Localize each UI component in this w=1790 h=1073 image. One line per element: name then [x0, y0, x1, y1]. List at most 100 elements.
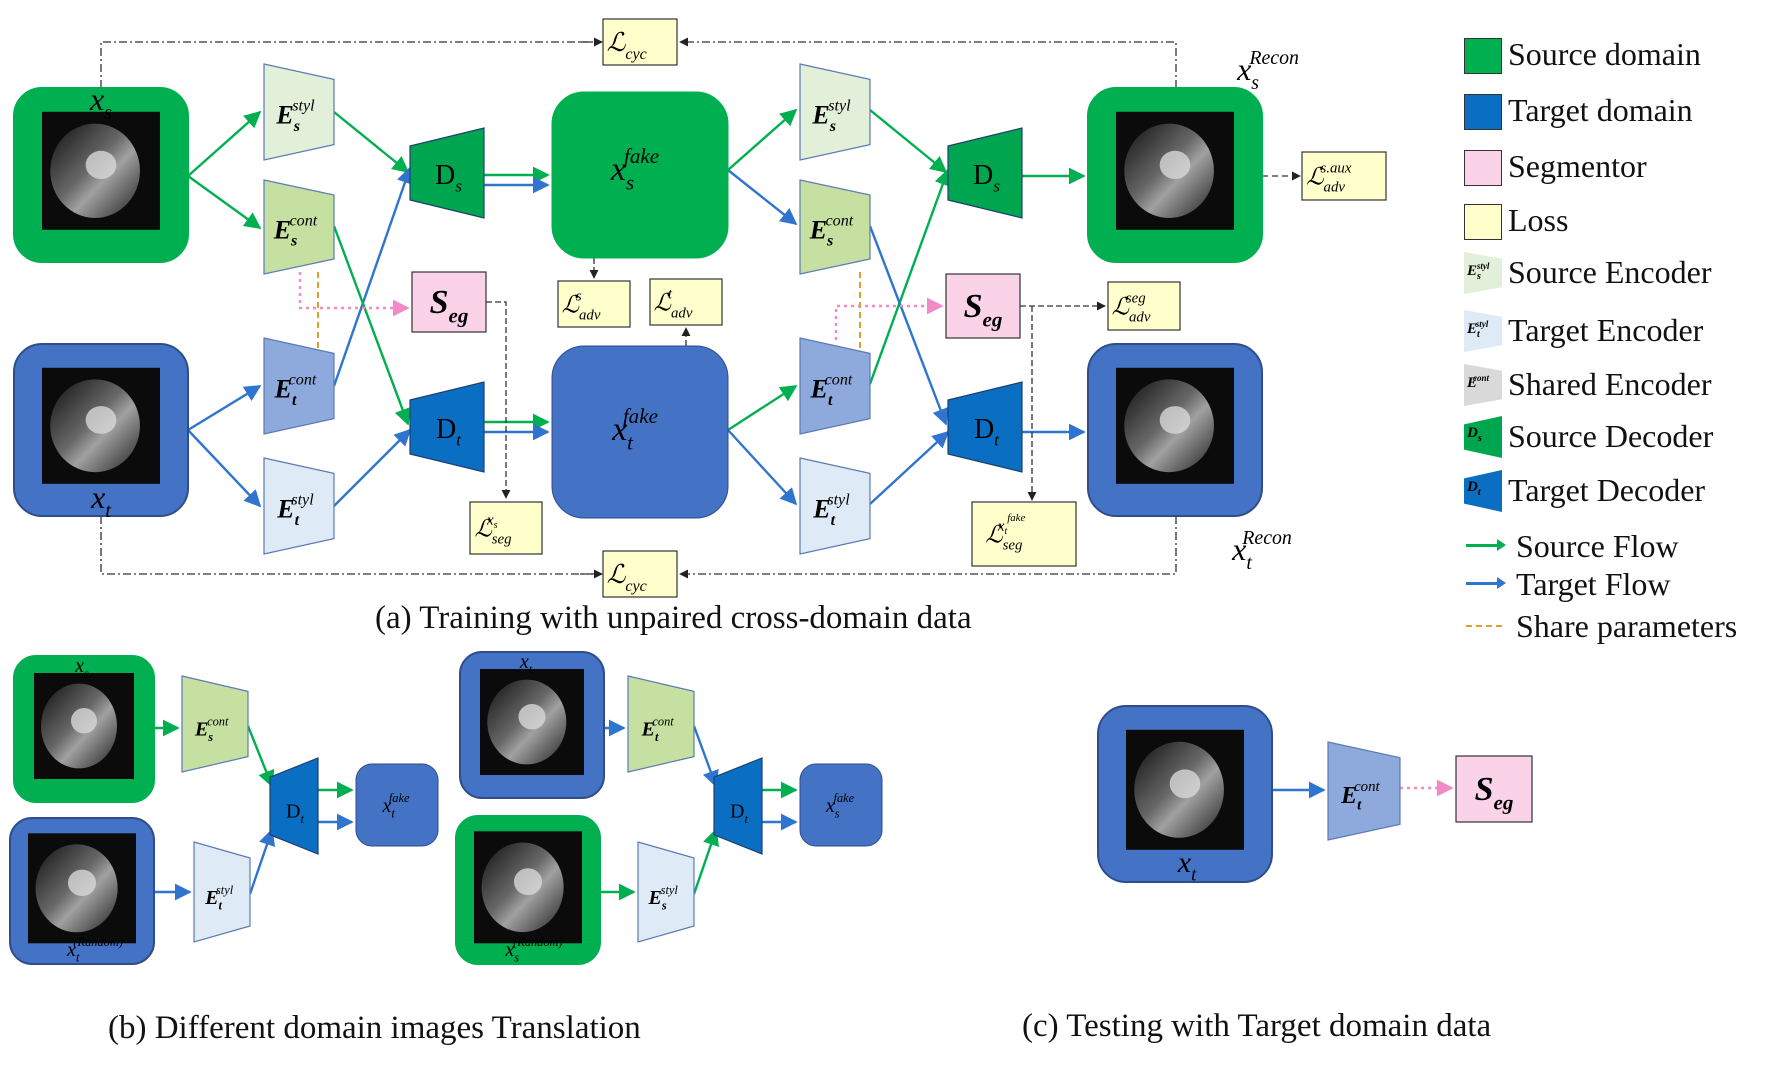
b2-xt-image-mri-heart — [518, 703, 546, 730]
b2-xt-label: xt — [519, 651, 533, 677]
caption-b: (b) Different domain images Translation — [108, 1010, 641, 1046]
legend-label-8: Target Decoder — [1508, 472, 1706, 508]
legend-item-10: Target Flow — [1460, 564, 1790, 604]
enc-t-styl-2-label: Etstyl — [812, 492, 850, 529]
cyc-top-left — [100, 41, 600, 88]
c-xt-image-mri-heart — [1169, 769, 1201, 799]
flow-enccont2-decs — [868, 168, 951, 385]
legend-glyph-label-6: Econt — [1467, 373, 1490, 391]
seg-label-a: Seg — [430, 284, 469, 328]
xs-fake-box — [551, 91, 729, 259]
cyc-bottom-left — [100, 516, 600, 575]
loss-cyc-top — [602, 18, 678, 66]
b2-enc-t-cont-label: Etcont — [641, 715, 675, 745]
legend-glyph-label-7: Ds — [1467, 425, 1482, 444]
dec-s-label: Ds — [435, 160, 462, 196]
b-dec-t — [269, 757, 319, 855]
b2-dec-t-label: Dt — [730, 801, 748, 827]
flow-xt-enccont — [187, 384, 262, 432]
flow-encstyl2-dect — [869, 430, 950, 505]
flow-enccont2-dect — [868, 225, 949, 426]
c-seg-box — [1455, 755, 1533, 823]
b-dec-t-label: Dt — [286, 801, 304, 827]
enc-t-styl — [263, 457, 335, 555]
enc-t-styl-2 — [799, 457, 871, 555]
loss-cyc-bottom-text: ℒcyc — [607, 560, 647, 595]
loss-adv-t — [649, 278, 723, 326]
enc-s-styl — [263, 63, 335, 161]
cyc-top-right — [679, 37, 1177, 88]
loss-adv-s — [557, 280, 631, 328]
flow-xs-encstyl — [187, 110, 262, 177]
loss-seg-xs — [469, 501, 543, 555]
dec-s-2 — [947, 127, 1023, 219]
xs-fake-label: xsfake — [610, 144, 659, 195]
legend-item-3: Loss — [1460, 200, 1790, 240]
b2-dec-t — [713, 757, 763, 855]
b2-enc-s-styl — [637, 841, 695, 943]
b-xt-image-mri-heart — [67, 869, 97, 896]
legend-swatch-0 — [1464, 38, 1502, 74]
b-xt-label: xt(Random) — [66, 935, 123, 965]
b-xt-fake — [355, 763, 439, 847]
b2-flow-3 — [692, 725, 719, 788]
legend-label-3: Loss — [1508, 202, 1569, 238]
dec-t-label: Dt — [436, 414, 462, 450]
enc-s-styl-label: Esstyl — [275, 98, 315, 135]
legend-item-1: Target domain — [1460, 90, 1790, 130]
caption-a: (a) Training with unpaired cross-domain … — [375, 600, 972, 636]
b2-enc-s-styl-label: Esstyl — [648, 883, 679, 913]
b2-xs-image-mri-heart — [513, 868, 543, 896]
loss-seg-xtfake — [971, 501, 1077, 567]
loss-adv-s-text: ℒadvs — [562, 288, 601, 323]
xs-image-mri-heart — [85, 150, 117, 180]
legend-arrow-10 — [1466, 577, 1506, 589]
flow-xt-encstyl — [187, 429, 262, 508]
legend-arrow-9 — [1466, 539, 1506, 551]
b2-flow-4 — [692, 828, 720, 895]
flow-encstyl-dect — [333, 428, 412, 507]
legend-label-11: Share parameters — [1516, 608, 1738, 644]
flow-xtfake-enccont — [727, 384, 798, 432]
loss-seg-xs-text: ℒsegxs — [474, 512, 511, 547]
flow-xsfake-enccont — [727, 169, 798, 226]
loss-adv-saux-text: ℒadvs.aux — [1306, 160, 1352, 195]
legend-label-10: Target Flow — [1516, 566, 1671, 602]
loss-adv-saux — [1301, 151, 1387, 201]
enc-t-cont-2 — [799, 337, 871, 435]
b2-xs-fake — [799, 763, 883, 847]
legend-item-9: Source Flow — [1460, 526, 1790, 566]
dec-t-2 — [947, 381, 1023, 473]
flow-encstyl-decs — [333, 111, 410, 174]
loss-seg-xtfake-text: ℒsegxtfake — [985, 512, 1025, 554]
xt-fake-box — [551, 345, 729, 519]
legend-glyph-label-4: Esstyl — [1467, 261, 1490, 282]
c-xt-label: xt — [1177, 846, 1197, 885]
legend-label-7: Source Decoder — [1508, 418, 1714, 454]
flow-xtfake-encstyl — [727, 429, 798, 506]
dec-s — [409, 127, 485, 219]
legend-glyph-6: Econt — [1464, 364, 1502, 406]
legend-swatch-1 — [1464, 94, 1502, 130]
xs-recon-label: xsRecon — [1236, 47, 1299, 94]
xt-label: xt — [90, 479, 111, 522]
c-seg-label: Seg — [1475, 771, 1514, 815]
seg-in-a — [298, 272, 410, 317]
b2-enc-t-cont — [627, 675, 695, 773]
legend-item-0: Source domain — [1460, 34, 1790, 74]
legend-label-9: Source Flow — [1516, 528, 1679, 564]
flow-enccont-decs — [332, 166, 413, 387]
enc-s-cont — [263, 179, 335, 275]
legend-swatch-2 — [1464, 150, 1502, 186]
xs-label: xs — [89, 81, 112, 124]
loss-adv-seg — [1107, 281, 1181, 331]
enc-t-cont-2-label: Etcont — [810, 372, 853, 409]
b-xs-label: xs — [74, 655, 89, 681]
dec-t — [409, 381, 485, 473]
loss-cyc-top-text: ℒcyc — [607, 28, 647, 63]
xt-recon-image-mri-heart — [1159, 406, 1191, 434]
